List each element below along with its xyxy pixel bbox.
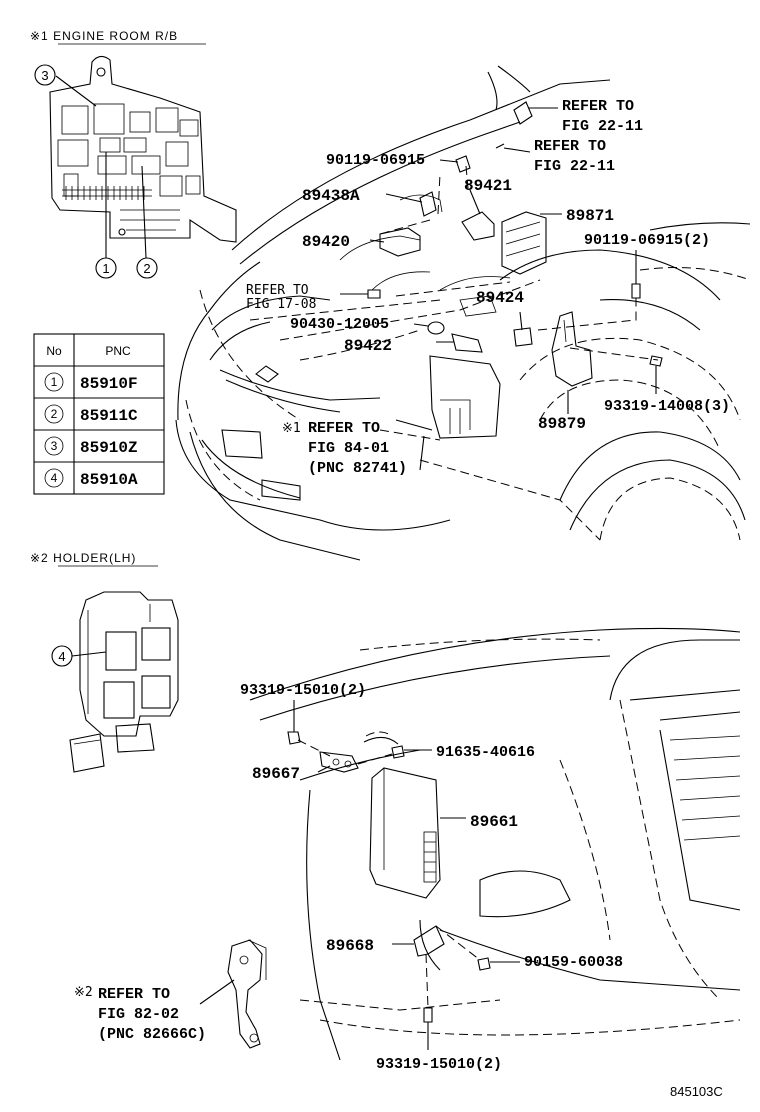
table-header-no: No	[46, 344, 62, 358]
label-part-93319-14008-3[interactable]: 93319-14008(3)	[604, 398, 730, 415]
refer-fig84-marker: ※1	[282, 421, 301, 436]
label-part-89424[interactable]: 89424	[476, 289, 524, 307]
label-part-89421[interactable]: 89421	[464, 177, 512, 195]
label-refer-fig84-01-line1[interactable]: REFER TO	[308, 420, 380, 437]
table-header-pnc: PNC	[105, 344, 131, 358]
label-part-89420[interactable]: 89420	[302, 233, 350, 251]
label-refer-fig82-02-line1[interactable]: REFER TO	[98, 986, 170, 1003]
svg-text:2: 2	[143, 261, 150, 276]
table-row-1-pnc[interactable]: 85910F	[80, 375, 138, 393]
label-refer-fig84-01-line3[interactable]: (PNC 82741)	[308, 460, 407, 477]
engine-room-rb-heading: ※1 ENGINE ROOM R/B	[30, 29, 178, 43]
label-part-90159-60038[interactable]: 90159-60038	[524, 954, 623, 971]
label-part-89661[interactable]: 89661	[470, 813, 518, 831]
table-row-3-pnc[interactable]: 85910Z	[80, 439, 138, 457]
table-row-4-pnc[interactable]: 85910A	[80, 471, 138, 489]
label-part-89668[interactable]: 89668	[326, 937, 374, 955]
engine-room-relay-block-drawing	[49, 55, 237, 243]
label-part-90119-06915-2[interactable]: 90119-06915(2)	[584, 232, 710, 249]
label-part-89667[interactable]: 89667	[252, 765, 300, 783]
callout-3: 3	[34, 64, 56, 86]
diagram-code: 845103C	[670, 1084, 723, 1099]
engine-bay-drawing	[175, 65, 751, 561]
label-refer-fig17-08-line1[interactable]: REFER TO	[246, 283, 309, 298]
ecu-89661-drawing	[369, 767, 441, 899]
label-part-91635-40616[interactable]: 91635-40616	[436, 744, 535, 761]
label-refer-fig82-02-line3[interactable]: (PNC 82666C)	[98, 1026, 206, 1043]
callout-4: 4	[51, 645, 73, 667]
table-row-1-no: 1	[51, 375, 58, 389]
refer-fig82-marker: ※2	[74, 985, 93, 1000]
label-part-89422[interactable]: 89422	[344, 337, 392, 355]
callout-1: 1	[95, 257, 117, 279]
label-refer-fig22-11-b-line1[interactable]: REFER TO	[534, 138, 606, 155]
svg-text:1: 1	[102, 261, 109, 276]
label-part-89879[interactable]: 89879	[538, 415, 586, 433]
label-part-89871[interactable]: 89871	[566, 207, 614, 225]
table-row-4-no: 4	[51, 471, 58, 485]
label-refer-fig22-11-b-line2[interactable]: FIG 22-11	[534, 158, 615, 175]
holder-lh-heading: ※2 HOLDER(LH)	[30, 551, 136, 565]
label-part-89438a[interactable]: 89438A	[302, 187, 360, 205]
label-part-90119-06915[interactable]: 90119-06915	[326, 152, 425, 169]
label-refer-fig17-08-line2[interactable]: FIG 17-08	[246, 297, 316, 312]
table-row-2-no: 2	[51, 407, 58, 421]
label-refer-fig82-02-line2[interactable]: FIG 82-02	[98, 1006, 179, 1023]
label-part-93319-15010-2-top[interactable]: 93319-15010(2)	[240, 682, 366, 699]
holder-82666c-drawing	[227, 939, 267, 1049]
table-row-3-no: 3	[51, 439, 58, 453]
label-refer-fig22-11-a-line2[interactable]: FIG 22-11	[562, 118, 643, 135]
pnc-table: No PNC 1 85910F 2 85911C 3 85910Z 4 8591…	[33, 333, 165, 495]
svg-text:4: 4	[58, 649, 65, 664]
svg-text:3: 3	[41, 68, 48, 83]
callout-2: 2	[136, 257, 158, 279]
label-refer-fig84-01-line2[interactable]: FIG 84-01	[308, 440, 389, 457]
label-part-90430-12005[interactable]: 90430-12005	[290, 316, 389, 333]
dashboard-drawing	[249, 627, 741, 1061]
label-refer-fig22-11-a-line1[interactable]: REFER TO	[562, 98, 634, 115]
sensor-89879-drawing	[551, 311, 593, 387]
holder-lh-drawing	[69, 591, 179, 773]
label-part-93319-15010-2-bottom[interactable]: 93319-15010(2)	[376, 1056, 502, 1073]
table-row-2-pnc[interactable]: 85911C	[80, 407, 138, 425]
ecu-89871-drawing	[501, 211, 547, 275]
